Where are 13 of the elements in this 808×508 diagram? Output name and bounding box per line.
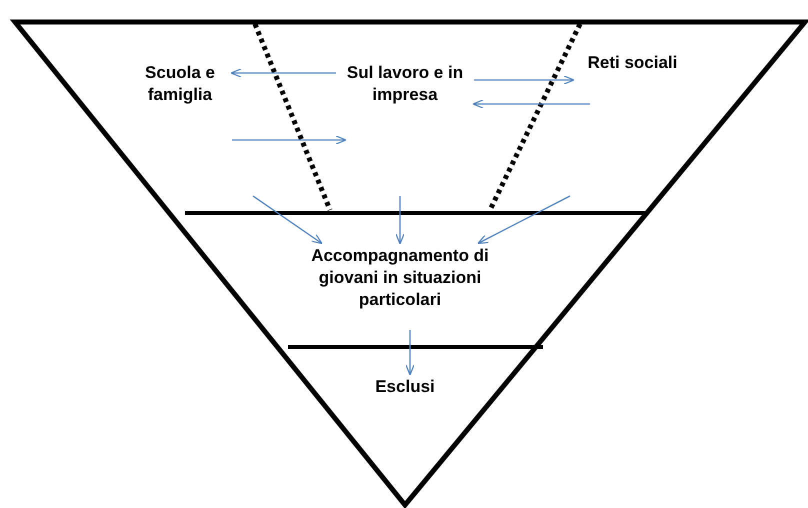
tier-label: Sul lavoro e in impresa [338, 62, 472, 110]
arrow [252, 195, 323, 244]
tier-label: Accompagnamento di giovani in situazioni particolari [295, 245, 505, 317]
tier-label: Esclusi [360, 376, 450, 404]
arrow [405, 330, 415, 376]
arrow [477, 195, 570, 244]
arrow [230, 68, 336, 78]
arrow [395, 196, 405, 245]
tier-label: Reti sociali [575, 52, 690, 84]
arrow [474, 75, 575, 85]
arrow [472, 99, 590, 109]
arrow [232, 135, 347, 145]
tier-label: Scuola e famiglia [128, 62, 232, 110]
